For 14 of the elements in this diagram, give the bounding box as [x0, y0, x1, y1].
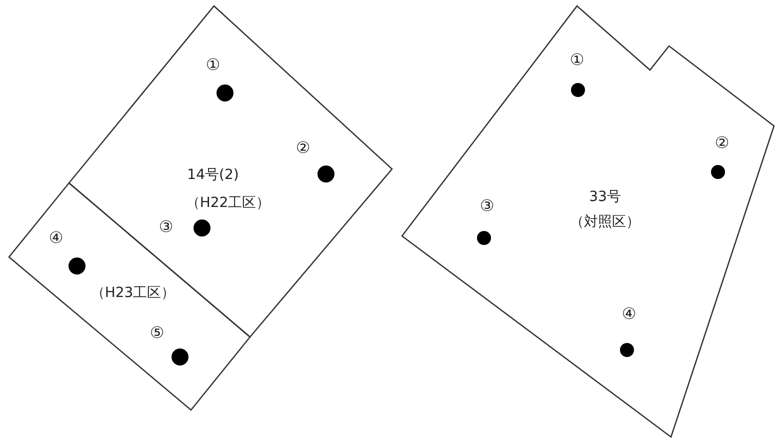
sample-point-number: ② [296, 140, 310, 156]
sample-point-number: ③ [480, 198, 494, 214]
plot-name: （H22工区） [186, 196, 270, 210]
sample-point-number: ④ [48, 230, 64, 246]
plot-name: （対照区） [570, 215, 640, 229]
sample-point-number: ④ [622, 306, 636, 322]
sample-point-number: ③ [158, 219, 174, 235]
sample-point-number: ① [570, 52, 584, 68]
sample-point-number: ⑤ [150, 325, 164, 341]
plot-name: 14号(2) [187, 168, 239, 182]
sample-point-number: ② [714, 135, 730, 151]
plot-name: （H23工区） [90, 286, 176, 300]
sample-point-number: ① [206, 57, 220, 73]
plot-name: 33号 [589, 190, 621, 204]
